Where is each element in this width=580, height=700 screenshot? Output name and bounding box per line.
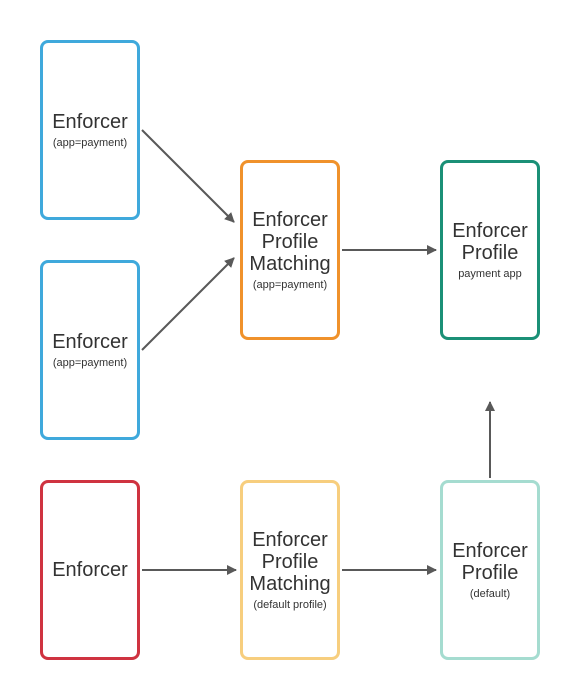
enforcer-profile-label: payment app (458, 267, 522, 280)
enforcer-box-payment-1[interactable]: Enforcer (app=payment) (40, 40, 140, 220)
profile-matching-title: Enforcer Profile Matching (249, 528, 331, 595)
enforcer-profile-title: Enforcer Profile (452, 539, 528, 584)
profile-matching-title: Enforcer Profile Matching (249, 208, 331, 275)
profile-matching-box-default[interactable]: Enforcer Profile Matching (default profi… (240, 480, 340, 660)
enforcer-box-payment-2[interactable]: Enforcer (app=payment) (40, 260, 140, 440)
profile-matching-label: (app=payment) (252, 278, 328, 291)
enforcer-title: Enforcer (52, 330, 128, 353)
profile-matching-label: (default profile) (253, 598, 327, 611)
enforcer-profile-label: (default) (469, 587, 511, 600)
enforcer-label: (app=payment) (52, 356, 128, 369)
arrow-enforcer-b-to-matching (141, 257, 235, 351)
enforcer-profile-box-payment[interactable]: Enforcer Profile payment app (440, 160, 540, 340)
enforcer-title: Enforcer (52, 110, 128, 133)
enforcer-label: (app=payment) (52, 136, 128, 149)
enforcer-box-default[interactable]: Enforcer (40, 480, 140, 660)
enforcer-profile-title: Enforcer Profile (452, 219, 528, 264)
enforcer-title: Enforcer (52, 559, 128, 581)
profile-matching-box-payment[interactable]: Enforcer Profile Matching (app=payment) (240, 160, 340, 340)
arrow-enforcer-a-to-matching (141, 129, 235, 223)
enforcer-profile-box-default[interactable]: Enforcer Profile (default) (440, 480, 540, 660)
